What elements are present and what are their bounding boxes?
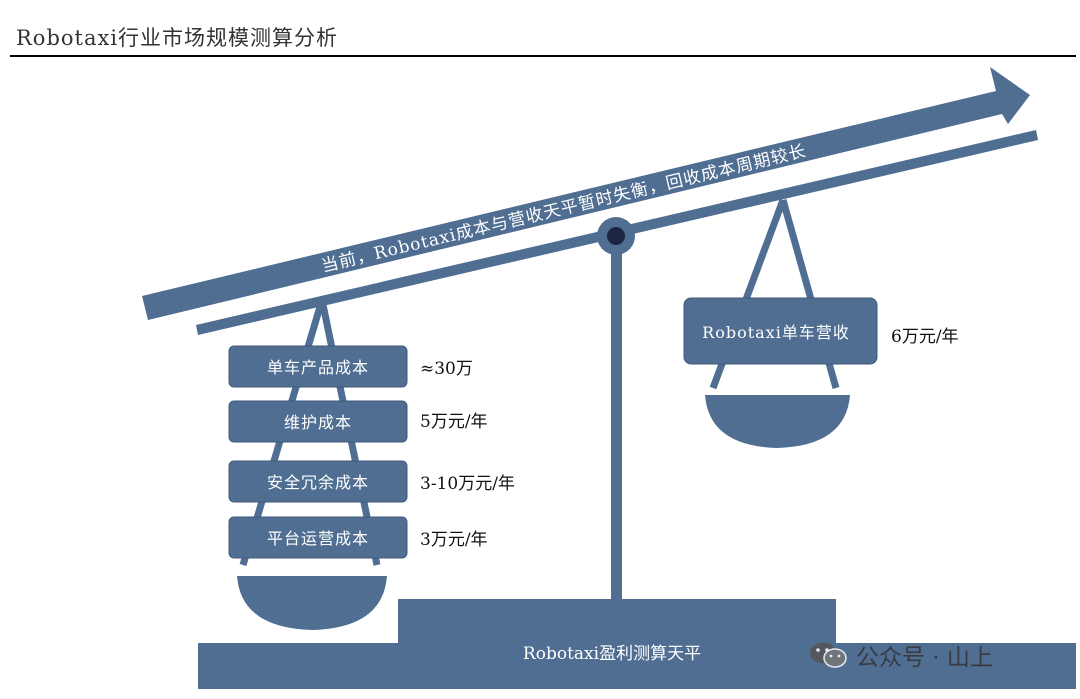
cost-label-product: 单车产品成本 <box>267 358 369 377</box>
cost-label-safety: 安全冗余成本 <box>267 473 369 492</box>
revenue-value: 6万元/年 <box>891 327 959 347</box>
cost-box-safety <box>228 460 408 503</box>
cost-box-product <box>228 345 408 388</box>
revenue-label: Robotaxi单车营收 <box>702 323 850 342</box>
cost-box-maintenance <box>228 400 408 443</box>
revenue-box <box>683 297 878 365</box>
watermark: 公众号 · 山上 <box>808 638 993 672</box>
scale-post <box>611 235 622 605</box>
right-bowl <box>705 395 850 448</box>
trend-arrow <box>142 67 1030 320</box>
base-label: Robotaxi盈利测算天平 <box>523 644 701 664</box>
watermark-text: 公众号 · 山上 <box>856 645 993 671</box>
cost-label-platform: 平台运营成本 <box>267 529 369 548</box>
cost-value-product: ≈30万 <box>420 359 473 379</box>
cost-value-safety: 3-10万元/年 <box>420 474 515 494</box>
cost-label-maintenance: 维护成本 <box>284 413 352 432</box>
left-bowl <box>237 576 387 630</box>
cost-box-platform <box>228 516 408 559</box>
pivot-inner <box>607 227 625 245</box>
scale-base <box>198 599 1076 689</box>
page-title: Robotaxi行业市场规模测算分析 <box>16 26 339 50</box>
cost-value-maintenance: 5万元/年 <box>420 412 488 432</box>
cost-value-platform: 3万元/年 <box>420 530 488 550</box>
wechat-icon <box>808 640 848 670</box>
title-divider <box>10 55 1076 57</box>
